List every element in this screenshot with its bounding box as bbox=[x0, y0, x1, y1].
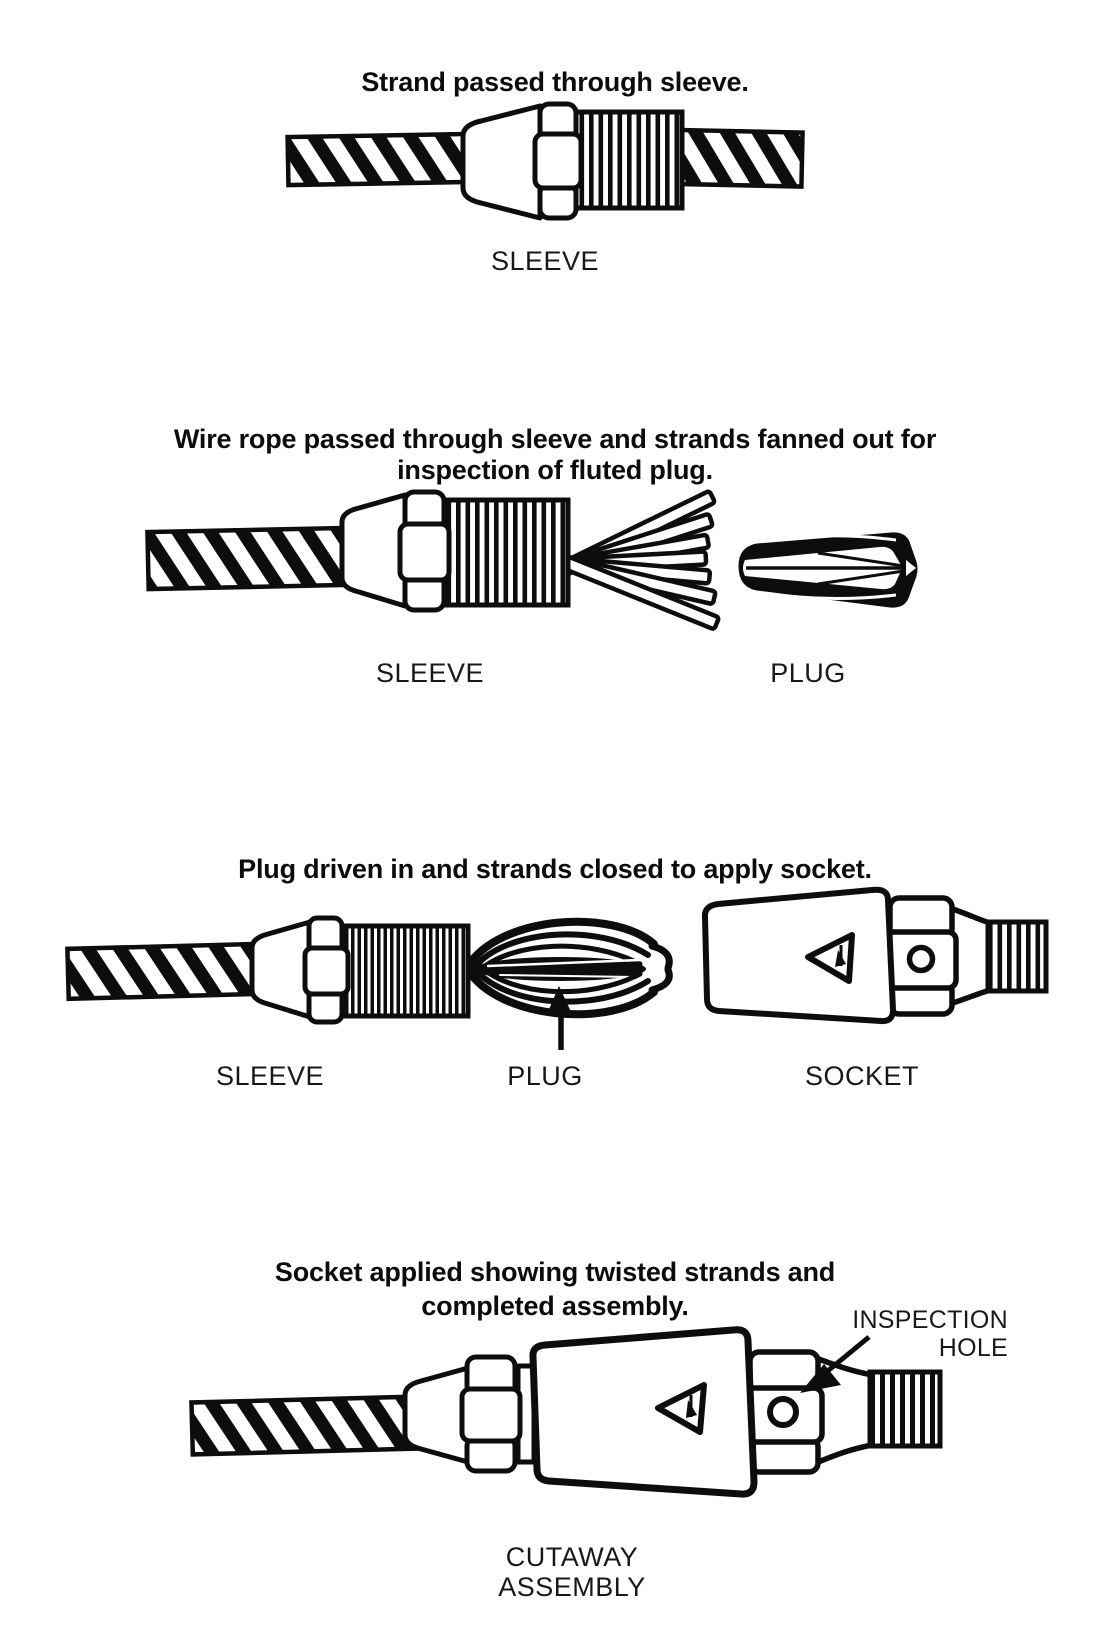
socket-threads bbox=[867, 1369, 943, 1449]
wire-rope bbox=[65, 941, 259, 1002]
step4-title-line1: Socket applied showing twisted strands a… bbox=[274, 1257, 836, 1287]
step3-socket-label: SOCKET bbox=[804, 1061, 920, 1091]
sleeve-cone bbox=[460, 103, 543, 221]
sleeve-threads bbox=[573, 109, 685, 211]
fluted-plug bbox=[738, 532, 918, 608]
inspection-hole-callout-line1: INSPECTION bbox=[852, 1306, 1008, 1334]
socket-threads bbox=[985, 919, 1049, 994]
sleeve-hex-nut bbox=[532, 101, 584, 221]
wire-rope bbox=[677, 127, 805, 189]
socket-logo-triangle bbox=[805, 932, 855, 984]
socket-hex-nut bbox=[883, 895, 959, 1017]
wire-rope bbox=[145, 525, 347, 592]
step4-illustration bbox=[189, 1326, 943, 1498]
inspection-hole bbox=[767, 1396, 799, 1428]
inspection-hole-callout: INSPECTION HOLE bbox=[738, 1306, 1008, 1362]
step4-cutaway-label: CUTAWAY ASSEMBLY bbox=[498, 1542, 646, 1602]
socket-logo-triangle bbox=[655, 1382, 707, 1435]
step1-sleeve-label: SLEEVE bbox=[490, 246, 600, 276]
plug-arrow-icon bbox=[547, 986, 572, 1050]
sleeve-threads bbox=[444, 497, 571, 608]
step2-illustration bbox=[145, 489, 918, 631]
fanned-strands bbox=[557, 489, 721, 631]
sleeve-threads bbox=[343, 923, 471, 1019]
step3-title: Plug driven in and strands closed to app… bbox=[238, 854, 872, 884]
inspection-hole bbox=[906, 944, 936, 974]
socket-body bbox=[701, 886, 896, 1025]
step2-title-line1: Wire rope passed through sleeve and stra… bbox=[173, 424, 937, 454]
inspection-hole-callout-line2: HOLE bbox=[938, 1334, 1008, 1362]
step3-sleeve-label: SLEEVE bbox=[215, 1061, 325, 1091]
sleeve-hex-nut bbox=[459, 1354, 523, 1474]
sleeve-hex-nut bbox=[397, 489, 452, 613]
closed-strands bbox=[464, 917, 673, 1019]
step4-title-line2: completed assembly. bbox=[421, 1291, 689, 1321]
wire-rope bbox=[285, 131, 469, 188]
sleeve-cone bbox=[339, 492, 408, 609]
step2-plug-label: PLUG bbox=[770, 658, 846, 688]
socket-hex-nut bbox=[743, 1349, 825, 1475]
step1-illustration bbox=[285, 101, 805, 221]
inspection-arrow-icon bbox=[800, 1335, 871, 1393]
step3-plug-label: PLUG bbox=[507, 1061, 583, 1091]
sleeve-cone bbox=[249, 919, 313, 1020]
socket-body bbox=[529, 1326, 758, 1498]
step2-sleeve-label: SLEEVE bbox=[375, 658, 485, 688]
step2-title-line2: inspection of fluted plug. bbox=[397, 455, 713, 485]
sleeve-hex-nut bbox=[302, 915, 351, 1025]
sleeve-cone bbox=[402, 1365, 471, 1465]
step3-illustration bbox=[65, 886, 1049, 1050]
step1-title: Strand passed through sleeve. bbox=[361, 67, 749, 97]
